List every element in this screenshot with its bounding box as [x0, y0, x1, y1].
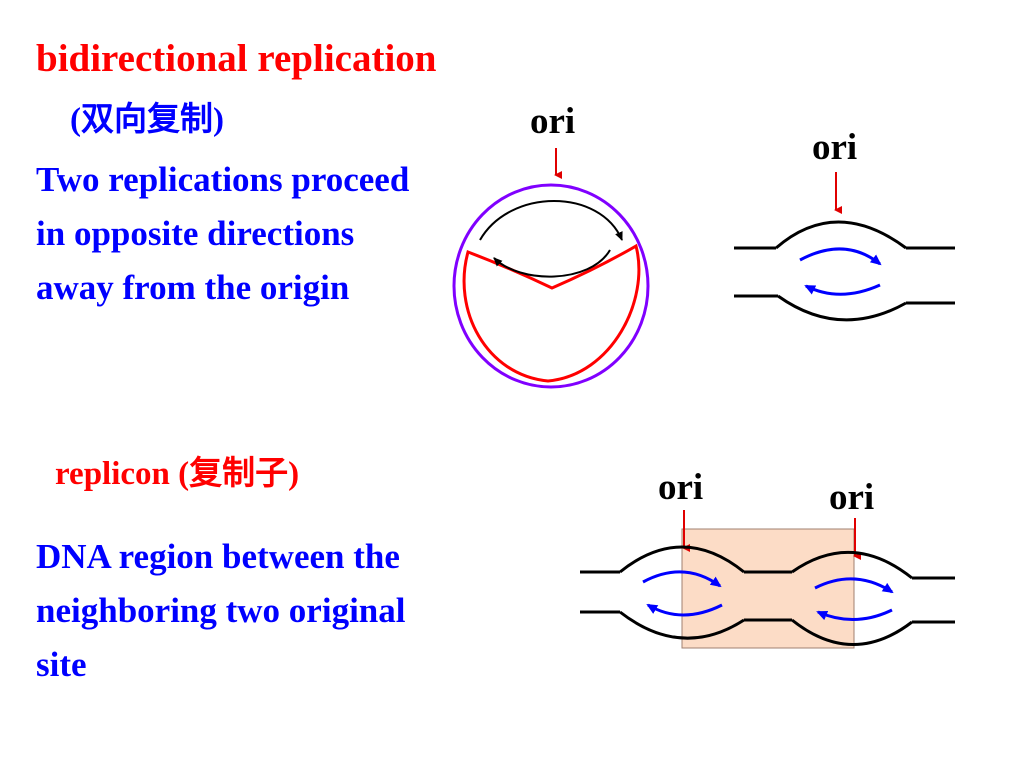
arrow-counterclockwise [493, 249, 611, 278]
arrow-clockwise [479, 200, 623, 241]
right-bubble-top [791, 551, 913, 580]
description-replicon: DNA region between the neighboring two o… [36, 537, 406, 684]
replicon-term-chinese: (复制子) [178, 456, 300, 492]
new-strand-left-arrow [804, 283, 881, 296]
replicon-heading: replicon (复制子) [55, 446, 299, 494]
left-bubble-top [619, 545, 745, 574]
new-strand-right-arrow [799, 247, 882, 266]
replicon-term: replicon [55, 456, 170, 492]
title-chinese: (双向复制) [70, 102, 224, 138]
bubble-top-strand [775, 220, 907, 250]
replicated-strand-red [462, 243, 641, 383]
description-bidirectional: Two replications proceed in opposite dir… [36, 160, 410, 307]
left-bubble-bottom [619, 610, 745, 640]
right-bubble-bottom [791, 618, 913, 646]
ori-label-bubble: ori [812, 127, 858, 168]
ori-label-circle: ori [530, 101, 576, 142]
replicon-region [681, 528, 855, 649]
ori-label-left: ori [658, 467, 704, 508]
plasmid-circle [452, 183, 650, 389]
replicon-diagram [580, 510, 955, 649]
circular-plasmid-diagram [452, 148, 650, 389]
title: bidirectional replication [36, 37, 437, 80]
ori-label-right: ori [829, 477, 875, 518]
bubble-bottom-strand [777, 294, 907, 322]
linear-bubble-diagram [734, 172, 955, 322]
